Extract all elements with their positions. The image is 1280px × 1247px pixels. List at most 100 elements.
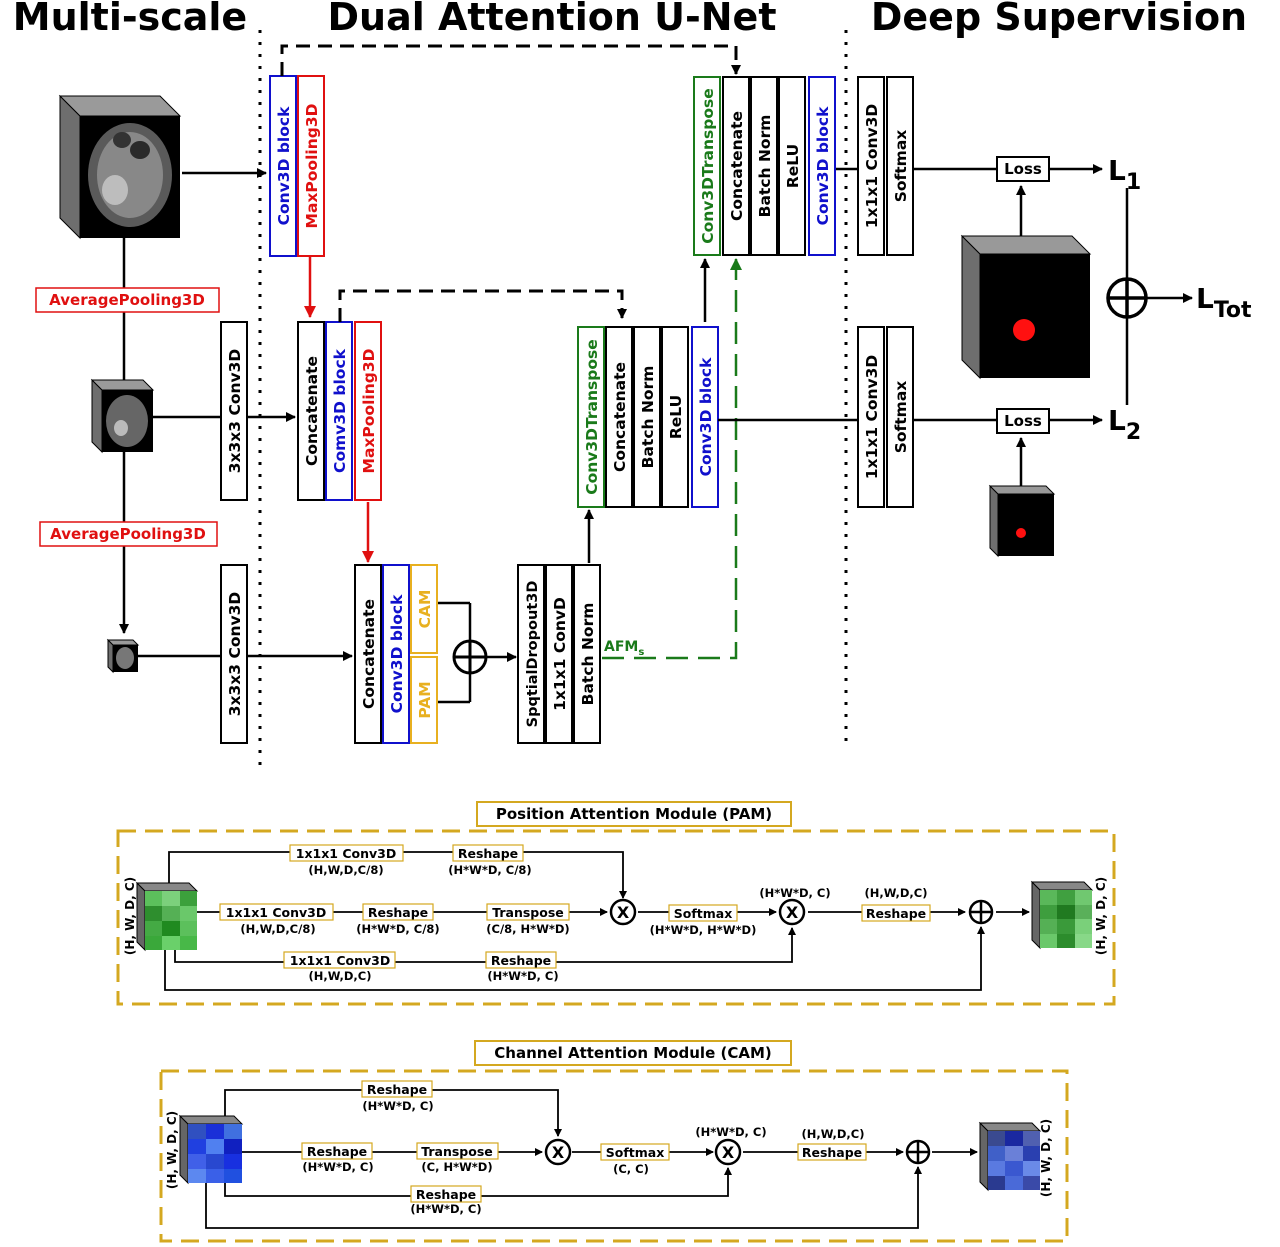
b-conv3d-dec-top-label: Conv3D block: [814, 106, 832, 225]
brain-volume-large: [58, 94, 182, 240]
pam-border: [116, 829, 1116, 1006]
pam-mid-op3-shape: (C/8, H*W*D): [486, 922, 569, 936]
header-deep-supervision: Deep Supervision: [871, 0, 1247, 39]
b-bn-dec-top-label: Batch Norm: [756, 115, 774, 218]
b-maxpool-top-block: MaxPooling3D: [297, 75, 325, 257]
afm-label: AFMs: [604, 639, 644, 658]
cam-input-cube: [178, 1114, 244, 1185]
b-conv111-label: 1x1x1 ConvD: [551, 597, 569, 711]
b-concat-mid-label: Concatenate: [303, 356, 321, 466]
cam-mid-op2: Transpose: [421, 1144, 493, 1159]
b-ds-conv2-block: 1x1x1 Conv3D: [857, 326, 885, 508]
b-ds-conv1-label: 1x1x1 Conv3D: [863, 104, 881, 229]
b-trans-top-block: Conv3DTranspose: [693, 76, 721, 256]
b-pam-block: PAM: [410, 656, 438, 744]
loss-label-2: Loss: [1004, 412, 1042, 430]
pam-mid-op2: Reshape: [368, 905, 428, 920]
pam-top-op1-shape: (H,W,D,C/8): [308, 863, 383, 877]
avgpool-label-1: AveragePooling3D: [49, 291, 205, 309]
b-comv3d-mid-block: Comv3D block: [325, 321, 353, 501]
b-trans-top-label: Conv3DTranspose: [699, 88, 717, 244]
b-cam-label: CAM: [416, 590, 434, 629]
svg-text:X: X: [786, 903, 799, 922]
cam-input-shape: (H, W, D, C): [165, 1111, 179, 1189]
b-trans-mid-block: Conv3DTranspose: [577, 326, 605, 508]
header-unet: Dual Attention U-Net: [327, 0, 776, 39]
pam-multiply-icon-1: [609, 898, 637, 926]
b-ds-soft2-block: Softmax: [886, 326, 914, 508]
header-multiscale: Multi-scale: [13, 0, 247, 39]
b-ds-soft1-block: Softmax: [886, 76, 914, 256]
b-bn-dec-mid-label: Batch Norm: [639, 366, 657, 469]
b-conv3d-top-block: Conv3D block: [269, 75, 297, 257]
b-relu-dec-mid-label: ReLU: [667, 395, 685, 439]
b-concat-bot-label: Concatenate: [360, 599, 378, 709]
b-bn-dec-mid-block: Batch Norm: [633, 326, 661, 508]
cam-output-shape: (H, W, D, C): [1039, 1119, 1053, 1197]
cam-title-box: [474, 1040, 792, 1066]
b-pam-label: PAM: [416, 681, 434, 718]
b-conv3d-dec-mid-label: Conv3D block: [697, 357, 715, 476]
pam-mid-op1: 1x1x1 Conv3D: [226, 905, 326, 920]
b-conv3d-bot-block: Conv3D block: [382, 564, 410, 744]
pam-reshape-shape: (H,W,D,C): [865, 886, 928, 900]
brain-volume-medium: [90, 378, 155, 454]
b-conv3d-bot-label: Conv3D block: [388, 594, 406, 713]
b-bn-bot-label: Batch Norm: [579, 603, 597, 706]
b-concat-dec-top-block: Concatenate: [722, 76, 750, 256]
b-relu-dec-top-block: ReLU: [778, 76, 806, 256]
cam-residual-path: [205, 1166, 922, 1229]
pam-title-box: [476, 801, 792, 827]
b-concat-mid-block: Concatenate: [297, 321, 325, 501]
l2-label: L2: [1108, 404, 1141, 445]
b-conv3d-top-label: Conv3D block: [275, 106, 293, 225]
pam-bottom-path: [174, 927, 796, 963]
pam-bot-op2-shape: (H*W*D, C): [487, 969, 558, 983]
b-maxpool-mid-block: MaxPooling3D: [354, 321, 382, 501]
pam-reshape: Reshape: [866, 906, 926, 921]
cam-output-cube: [978, 1121, 1042, 1192]
avgpool-box-1: [35, 287, 220, 313]
b-relu-dec-mid-block: ReLU: [661, 326, 689, 508]
b-conv333-mid-block: 3x3x3 Conv3D: [220, 321, 248, 501]
pam-top-op2: Reshape: [458, 846, 518, 861]
skip-connection-top: [280, 44, 741, 76]
cam-module: Channel Attention Module (CAM) (H, W, D,…: [159, 1040, 1069, 1243]
b-conv111-block: 1x1x1 ConvD: [545, 564, 573, 744]
pam-bot-op2: Reshape: [491, 953, 551, 968]
pam-mul2-shape: (H*W*D, C): [759, 886, 830, 900]
pam-input-cube: [135, 881, 199, 952]
afm-skip-connection: [602, 258, 742, 660]
b-concat-bot-block: Concatenate: [354, 564, 382, 744]
b-concat-dec-top-label: Concatenate: [728, 111, 746, 221]
b-ds-soft1-label: Softmax: [892, 130, 910, 203]
cam-bot-op: Reshape: [416, 1187, 476, 1202]
cam-title: Channel Attention Module (CAM): [494, 1044, 771, 1062]
b-conv3d-dec-top-block: Conv3D block: [808, 76, 836, 256]
pam-bot-op1-shape: (H,W,D,C): [309, 969, 372, 983]
cam-softmax: Softmax: [606, 1145, 665, 1160]
b-trans-mid-label: Conv3DTranspose: [583, 339, 601, 495]
pam-bot-op1: 1x1x1 Conv3D: [290, 953, 390, 968]
b-concat-dec-mid-label: Concatenate: [611, 362, 629, 472]
b-cam-block: CAM: [410, 564, 438, 654]
svg-text:X: X: [617, 903, 630, 922]
cam-border: [159, 1069, 1069, 1243]
pam-mid-op3: Transpose: [492, 905, 564, 920]
avgpool-label-2: AveragePooling3D: [50, 525, 206, 543]
loss-label-1: Loss: [1004, 160, 1042, 178]
cam-softmax-shape: (C, C): [613, 1162, 649, 1176]
b-dropout-block: SpqtialDropout3D: [517, 564, 545, 744]
cam-reshape: Reshape: [802, 1145, 862, 1160]
cam-mid-op1: Reshape: [307, 1144, 367, 1159]
ground-truth-small: [988, 484, 1056, 558]
cam-reshape-shape: (H,W,D,C): [802, 1127, 865, 1141]
cam-top-op: Reshape: [367, 1082, 427, 1097]
loss-box-1: [996, 156, 1050, 182]
brain-volume-small: [106, 638, 140, 674]
b-relu-dec-top-label: ReLU: [784, 144, 802, 188]
skip-connection-mid: [338, 289, 627, 322]
pam-top-op2-shape: (H*W*D, C/8): [448, 863, 531, 877]
ltot-label: LTot: [1196, 282, 1252, 323]
